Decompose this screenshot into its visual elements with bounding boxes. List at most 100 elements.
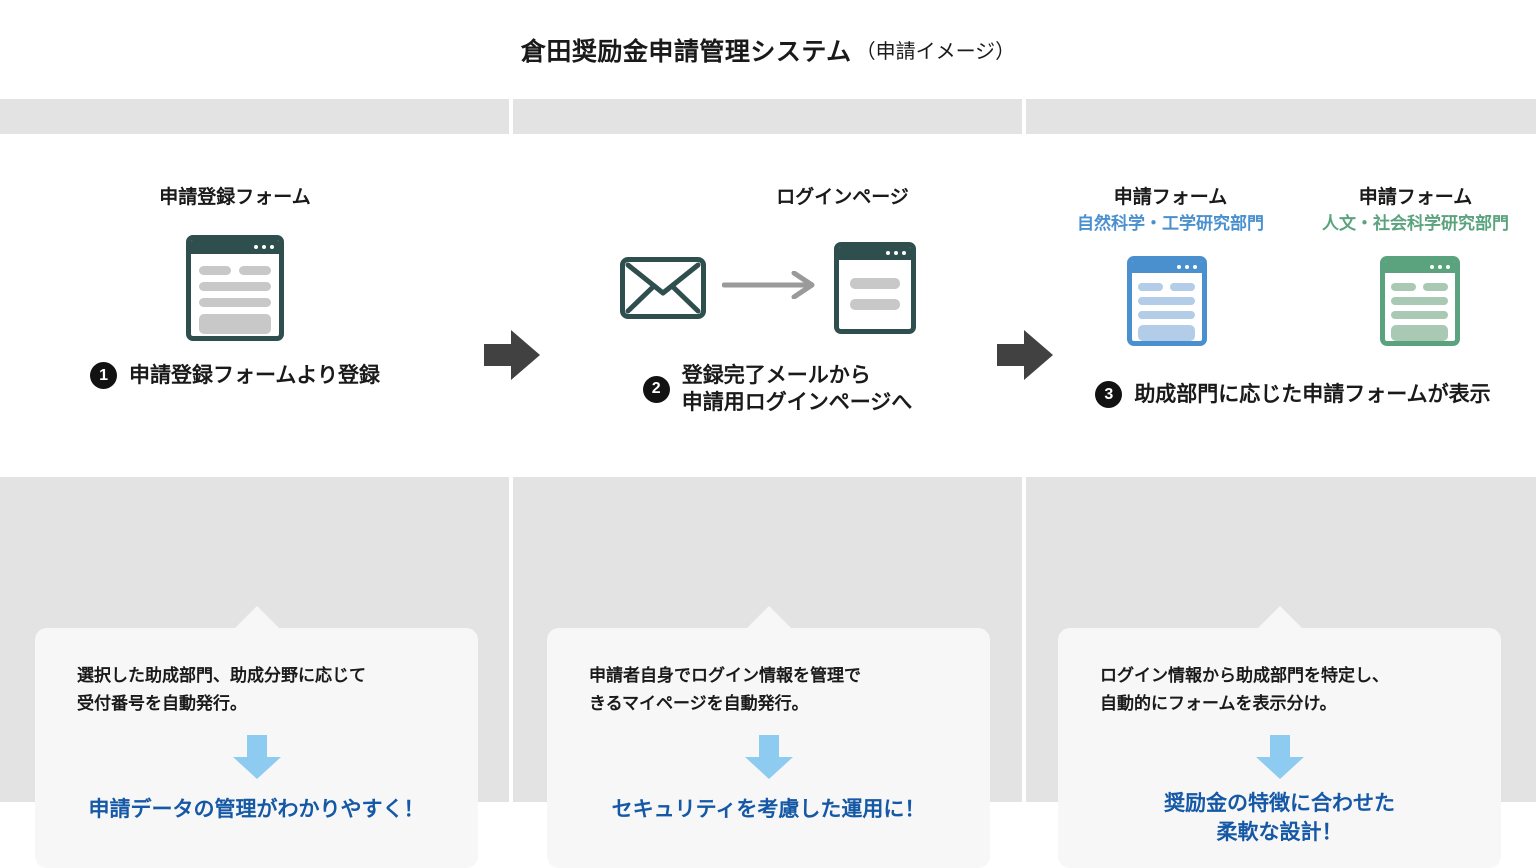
card-1-down-arrow xyxy=(35,733,478,781)
form-field-bar xyxy=(1391,310,1448,319)
step-2-heading-group: ログインページ xyxy=(545,134,990,210)
window-body xyxy=(1132,273,1202,341)
card-1-description: 選択した助成部門、助成分野に応じて 受付番号を自動発行。 xyxy=(35,662,478,717)
step-3-caption: 3 助成部門に応じた申請フォームが表示 xyxy=(1050,381,1536,409)
form-field-bar xyxy=(199,265,231,275)
mail-envelope-icon xyxy=(619,256,706,319)
step-3-heading-left-group: 申請フォーム 自然科学・工学研究部門 xyxy=(1063,186,1278,235)
form-row xyxy=(1138,282,1195,291)
step-1-caption-text: 申請登録フォームより登録 xyxy=(129,363,380,387)
step-1-caption: 1 申請登録フォームより登録 xyxy=(0,362,470,390)
step-3-icon-row xyxy=(1050,241,1536,361)
step-1-icon-row xyxy=(0,228,470,348)
card-2-desc-line-2: きるマイページを自動発行。 xyxy=(589,693,809,713)
card-2-result: セキュリティを考慮した運用に！ xyxy=(547,795,990,824)
step-number-badge: 2 xyxy=(642,375,670,403)
flow-step-2: ログインページ xyxy=(545,134,990,477)
down-arrow-icon xyxy=(232,735,281,780)
step-transition-arrow-2-icon xyxy=(994,324,1056,391)
window-body xyxy=(1385,273,1455,341)
step-2-caption-line-2: 申請用ログインページへ xyxy=(681,391,913,415)
step-3-heading-right-group: 申請フォーム 人文・社会科学研究部門 xyxy=(1308,186,1523,235)
window-dot xyxy=(1437,264,1442,269)
card-3-result-line-2: 柔軟な設計！ xyxy=(1216,821,1343,845)
step-3-heading-left: 申請フォーム xyxy=(1113,187,1228,208)
form-field-bar xyxy=(1391,296,1448,305)
window-dot xyxy=(1445,264,1450,269)
step-3-caption-text: 助成部門に応じた申請フォームが表示 xyxy=(1134,382,1491,406)
flow-step-3: 申請フォーム 自然科学・工学研究部門 申請フォーム 人文・社会科学研究部門 xyxy=(1050,134,1536,477)
window-dot xyxy=(1192,264,1197,269)
flow-band: 申請登録フォーム xyxy=(0,134,1536,477)
step-1-heading: 申請登録フォーム xyxy=(159,187,311,208)
step-number-badge: 3 xyxy=(1095,381,1123,409)
window-body xyxy=(839,260,911,329)
step-transition-arrow-1-icon xyxy=(481,324,543,391)
step-3-heading-right: 申請フォーム xyxy=(1358,187,1473,208)
step-2-icon-row xyxy=(545,228,990,348)
login-field-bar xyxy=(849,298,900,310)
form-field-bar xyxy=(199,281,271,291)
form-field-bar xyxy=(1170,282,1195,291)
application-form-blue-icon xyxy=(1126,255,1207,346)
form-field-bar xyxy=(199,297,271,307)
form-field-bar xyxy=(1138,310,1195,319)
step-2-caption-line-1: 登録完了メールから xyxy=(681,363,871,387)
step-3-heading-left-sub: 自然科学・工学研究部門 xyxy=(1077,213,1264,233)
right-arrow-connector-icon xyxy=(721,270,818,304)
window-body xyxy=(191,254,279,336)
card-pointer-triangle xyxy=(234,606,279,628)
card-2-description: 申請者自身でログイン情報を管理で きるマイページを自動発行。 xyxy=(547,662,990,717)
card-3-desc-line-1: ログイン情報から助成部門を特定し、 xyxy=(1100,666,1389,685)
step-2-caption-text: 登録完了メールから 申請用ログインページへ xyxy=(682,362,913,417)
card-2-down-arrow xyxy=(547,733,990,781)
benefit-card-2: 申請者自身でログイン情報を管理で きるマイページを自動発行。 セキュリティを考慮… xyxy=(547,606,990,868)
window-titlebar xyxy=(1384,260,1455,273)
card-1-result: 申請データの管理がわかりやすく！ xyxy=(35,795,478,824)
window-dot xyxy=(254,244,258,249)
card-3-down-arrow xyxy=(1058,733,1501,781)
step-number-badge: 1 xyxy=(90,362,118,390)
form-field-bar xyxy=(239,265,271,275)
window-dot xyxy=(1429,264,1434,269)
card-3-desc-line-2: 自動的にフォームを表示分け。 xyxy=(1100,693,1337,713)
registration-form-window-icon xyxy=(186,234,284,341)
card-1-desc-line-2: 受付番号を自動発行。 xyxy=(77,693,247,713)
step-1-heading-group: 申請登録フォーム xyxy=(0,134,470,210)
step-3-heading-group: 申請フォーム 自然科学・工学研究部門 申請フォーム 人文・社会科学研究部門 xyxy=(1050,134,1536,235)
window-dot xyxy=(262,244,266,249)
form-field-bar xyxy=(1138,296,1195,305)
page-title-bar: 倉田奨励金申請管理システム（申請イメージ） xyxy=(0,0,1536,99)
form-row xyxy=(199,265,271,275)
window-dot xyxy=(885,251,890,256)
page-title: 倉田奨励金申請管理システム xyxy=(520,37,852,66)
form-textarea-bar xyxy=(1138,324,1195,341)
down-arrow-icon xyxy=(1255,735,1304,780)
card-1-desc-line-1: 選択した助成部門、助成分野に応じて xyxy=(77,666,366,685)
window-dot xyxy=(893,251,898,256)
benefit-card-3: ログイン情報から助成部門を特定し、 自動的にフォームを表示分け。 奨励金の特徴に… xyxy=(1058,606,1501,868)
diagram-stage: 申請登録フォーム xyxy=(0,99,1536,868)
window-titlebar xyxy=(838,246,911,260)
window-dot xyxy=(1184,264,1189,269)
card-3-result-line-1: 奨励金の特徴に合わせた xyxy=(1164,792,1395,816)
form-field-bar xyxy=(1391,282,1416,291)
step-2-heading: ログインページ xyxy=(776,187,909,208)
step-2-caption: 2 登録完了メールから 申請用ログインページへ xyxy=(545,362,990,417)
card-3-description: ログイン情報から助成部門を特定し、 自動的にフォームを表示分け。 xyxy=(1058,662,1501,717)
application-form-green-icon xyxy=(1379,255,1460,346)
down-arrow-icon xyxy=(744,735,793,780)
flow-step-1: 申請登録フォーム xyxy=(0,134,470,477)
card-2-desc-line-1: 申請者自身でログイン情報を管理で xyxy=(589,666,861,685)
login-field-bar xyxy=(849,277,900,289)
benefit-card-1: 選択した助成部門、助成分野に応じて 受付番号を自動発行。 申請データの管理がわか… xyxy=(35,606,478,868)
form-field-bar xyxy=(1423,282,1448,291)
card-pointer-triangle xyxy=(1257,606,1302,628)
card-pointer-triangle xyxy=(746,606,791,628)
card-3-result: 奨励金の特徴に合わせた 柔軟な設計！ xyxy=(1058,789,1501,848)
window-dot xyxy=(1176,264,1181,269)
form-row xyxy=(1391,282,1448,291)
window-dot xyxy=(901,251,906,256)
window-titlebar xyxy=(191,239,279,254)
page-subtitle: （申請イメージ） xyxy=(855,41,1016,63)
